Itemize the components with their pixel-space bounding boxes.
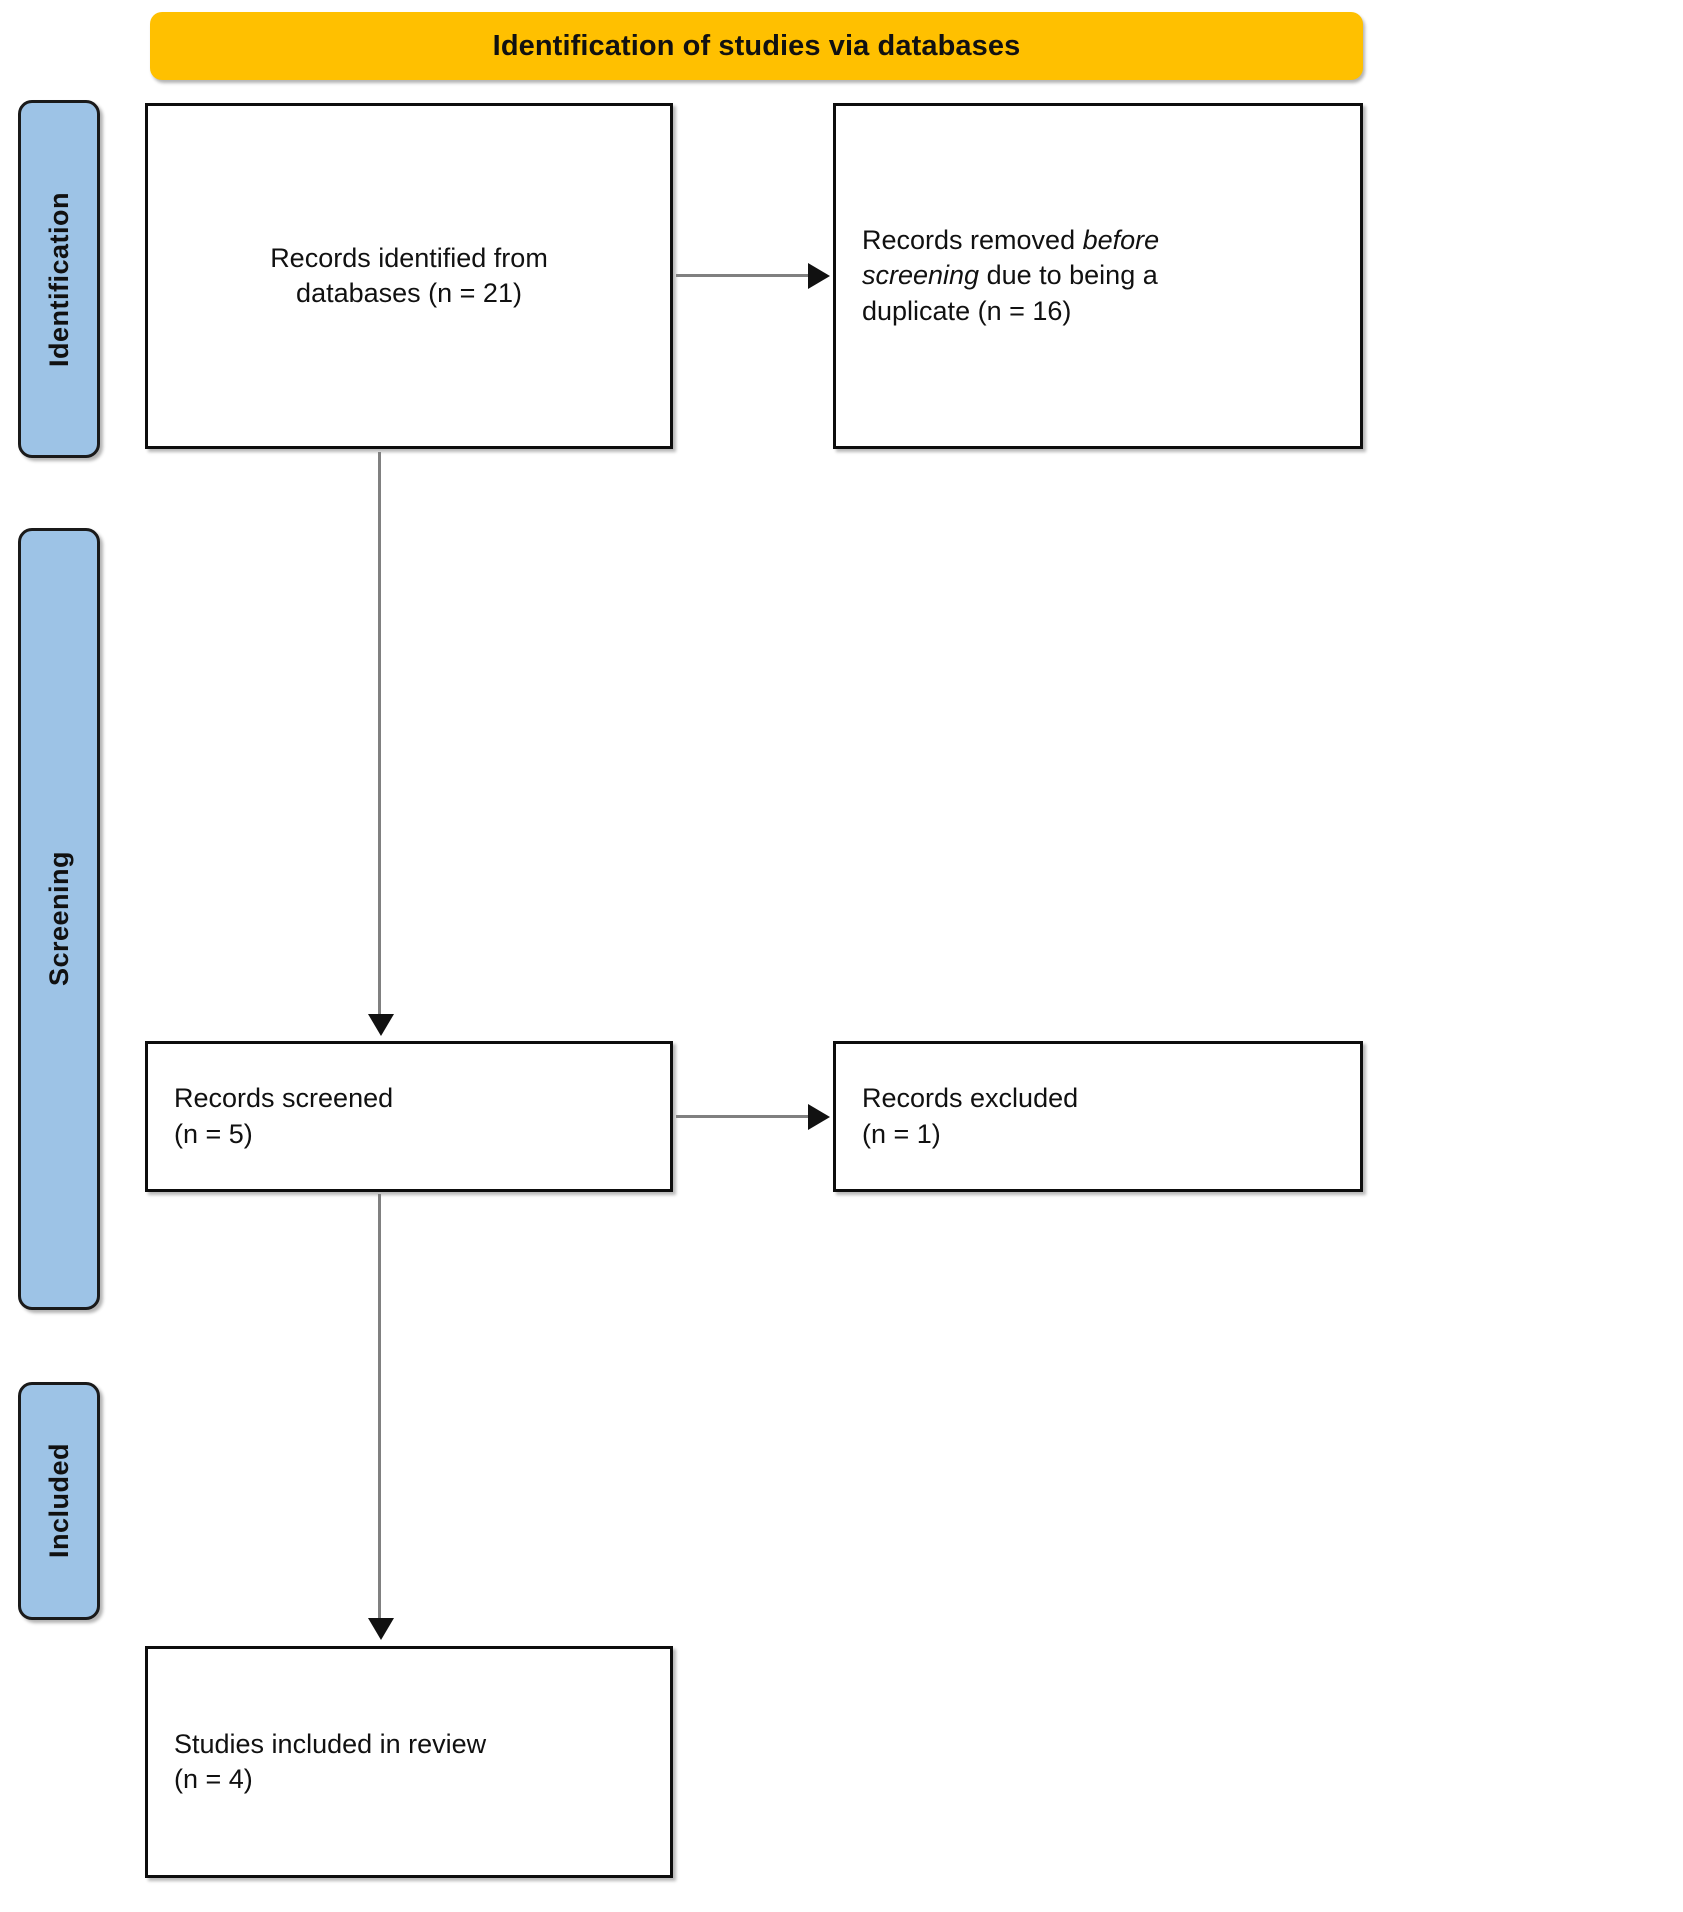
- records-identified-line1: Records identified from: [270, 242, 548, 273]
- studies-included-line1: Studies included in review: [174, 1728, 487, 1759]
- box-studies-included: Studies included in review (n = 4): [145, 1646, 673, 1878]
- arrow-down-icon-screened-to-included: [368, 1618, 394, 1640]
- phase-label-screening-text: Screening: [43, 851, 74, 987]
- phase-label-screening: Screening: [18, 528, 100, 1310]
- records-removed-italic-screening: screening: [862, 260, 980, 291]
- arrow-down-icon-identified-to-screened: [368, 1014, 394, 1036]
- box-records-removed-text: Records removed before screening due to b…: [862, 223, 1334, 328]
- connector-identified-to-screened: [378, 452, 381, 1018]
- arrow-right-icon-identified-to-removed: [808, 263, 830, 289]
- records-removed-part1: Records removed: [862, 225, 1083, 256]
- records-excluded-line1: Records excluded: [862, 1083, 1079, 1114]
- phase-label-included: Included: [18, 1382, 100, 1620]
- records-removed-part2: due to being a: [979, 260, 1158, 291]
- box-studies-included-text: Studies included in review (n = 4): [174, 1727, 644, 1797]
- records-screened-line2: (n = 5): [174, 1118, 253, 1149]
- box-records-identified: Records identified from databases (n = 2…: [145, 103, 673, 449]
- records-excluded-line2: (n = 1): [862, 1118, 941, 1149]
- phase-label-included-text: Included: [43, 1443, 74, 1559]
- records-removed-italic-before: before: [1082, 225, 1160, 256]
- records-removed-part3: duplicate (n = 16): [862, 295, 1072, 326]
- banner-title: Identification of studies via databases: [492, 29, 1021, 62]
- box-records-screened: Records screened (n = 5): [145, 1041, 673, 1192]
- connector-identified-to-removed: [676, 274, 810, 277]
- arrow-right-icon-screened-to-excluded: [808, 1104, 830, 1130]
- phase-label-identification-text: Identification: [43, 191, 74, 367]
- connector-screened-to-excluded: [676, 1115, 810, 1118]
- box-records-removed: Records removed before screening due to b…: [833, 103, 1363, 449]
- records-screened-line1: Records screened: [174, 1083, 394, 1114]
- box-records-identified-text: Records identified from databases (n = 2…: [174, 241, 644, 311]
- box-records-screened-text: Records screened (n = 5): [174, 1081, 644, 1151]
- studies-included-line2: (n = 4): [174, 1764, 253, 1794]
- phase-label-identification: Identification: [18, 100, 100, 458]
- identification-banner: Identification of studies via databases: [150, 12, 1363, 80]
- box-records-excluded-text: Records excluded (n = 1): [862, 1081, 1334, 1151]
- box-records-excluded: Records excluded (n = 1): [833, 1041, 1363, 1192]
- records-identified-line2: databases (n = 21): [296, 278, 522, 308]
- connector-screened-to-included: [378, 1194, 381, 1622]
